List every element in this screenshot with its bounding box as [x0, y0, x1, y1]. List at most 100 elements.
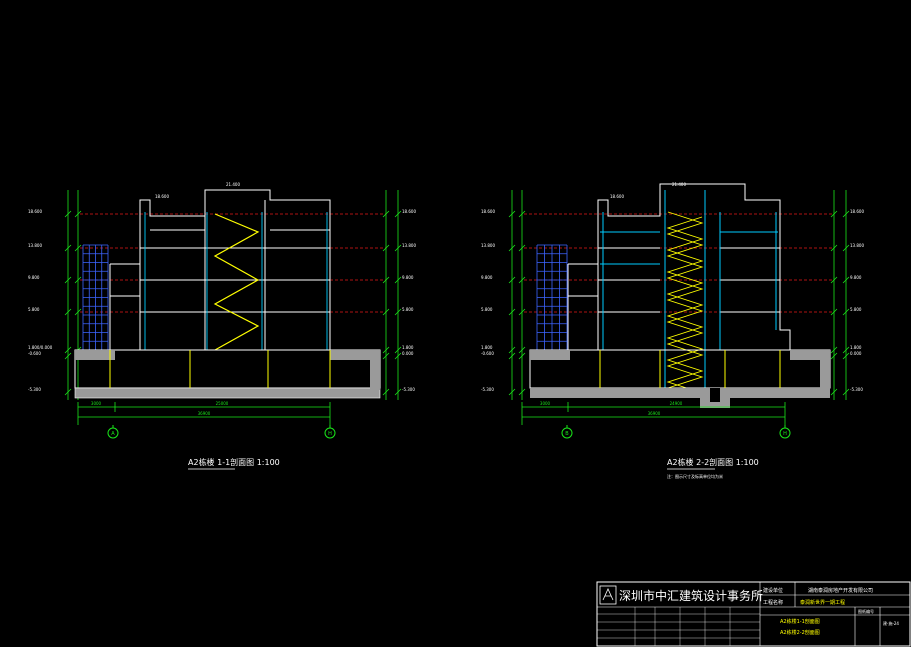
- stair-shaft: [666, 211, 704, 394]
- dim-tick: [74, 308, 82, 316]
- section-note: 注：图示尺寸及标高单位均为米: [667, 473, 723, 479]
- level-label: 5.800: [28, 307, 40, 312]
- firm-logo-icon: [599, 585, 617, 605]
- dim-tick: [394, 346, 402, 354]
- dim-tick: [508, 308, 516, 316]
- level-label: 1.800: [402, 345, 414, 350]
- dim-tick: [842, 352, 850, 360]
- bottom-dimensions: [77, 402, 331, 425]
- drawing-no-label: 图纸编号: [858, 608, 874, 614]
- level-label: 5.800: [850, 307, 862, 312]
- level-label: 18.600: [850, 209, 864, 214]
- dim-tick: [382, 210, 390, 218]
- level-label: 13.800: [28, 243, 42, 248]
- dim-tick: [74, 244, 82, 252]
- bottom-dimensions: [521, 402, 786, 425]
- dim-tick: [830, 346, 838, 354]
- dim-tick: [518, 244, 526, 252]
- dim-tick: [508, 388, 516, 396]
- basement: [529, 349, 831, 408]
- right-dimension-chain: [382, 190, 402, 400]
- dim-tick: [64, 308, 72, 316]
- axis-label: H: [328, 431, 332, 437]
- level-label: 5.800: [402, 307, 414, 312]
- dim-tick: [64, 352, 72, 360]
- level-label: 0.000: [850, 351, 862, 356]
- level-label: -0.600: [481, 351, 494, 356]
- dim-tick: [64, 276, 72, 284]
- roof-level-label: 18.600: [610, 194, 624, 199]
- dim-tick: [64, 210, 72, 218]
- dim-tick: [830, 210, 838, 218]
- drawing-no: 建-施-24: [883, 620, 899, 626]
- left-dimension-chain: [64, 190, 82, 400]
- dim-tick: [518, 352, 526, 360]
- level-label: 18.600: [481, 209, 495, 214]
- level-label: 9.800: [481, 275, 493, 280]
- dim-tick: [842, 244, 850, 252]
- section-title: A2栋楼 2-2剖面图 1:100: [667, 457, 759, 467]
- dim-tick: [842, 210, 850, 218]
- dim-text: 24900: [670, 401, 683, 406]
- level-label: -5.300: [850, 387, 863, 392]
- level-label: 1.800/0.000: [28, 345, 53, 350]
- dim-tick: [64, 244, 72, 252]
- project-name: 泰润新世界一期工程: [800, 599, 845, 606]
- dim-text: 3000: [540, 401, 551, 406]
- dim-text: 25000: [216, 401, 229, 406]
- firm-name: 深圳市中汇建筑设计事务所: [619, 588, 763, 603]
- dim-tick: [382, 352, 390, 360]
- dim-text: 3000: [91, 401, 102, 406]
- axis-label: H: [783, 431, 787, 437]
- dim-tick: [382, 244, 390, 252]
- dim-tick: [842, 308, 850, 316]
- dim-tick: [518, 388, 526, 396]
- level-label: 18.600: [28, 209, 42, 214]
- drawing-name-2: A2栋楼2-2剖面图: [780, 629, 820, 636]
- right-dimension-chain: [830, 190, 850, 400]
- dim-tick: [842, 388, 850, 396]
- level-label: 1.800: [850, 345, 862, 350]
- level-label: 13.800: [850, 243, 864, 248]
- dim-tick: [830, 276, 838, 284]
- level-label: 18.600: [402, 209, 416, 214]
- dim-tick: [382, 276, 390, 284]
- dim-tick: [508, 210, 516, 218]
- level-label: 13.800: [402, 243, 416, 248]
- stair-flight: [213, 213, 260, 351]
- dim-tick: [830, 244, 838, 252]
- basement: [74, 349, 381, 399]
- dim-tick: [830, 388, 838, 396]
- dim-tick: [394, 388, 402, 396]
- dim-tick: [382, 346, 390, 354]
- facade-grid-panel: [82, 244, 109, 351]
- dim-tick: [508, 244, 516, 252]
- dim-tick: [394, 244, 402, 252]
- dim-tick: [64, 346, 72, 354]
- level-label: -5.300: [481, 387, 494, 392]
- level-label: 9.800: [402, 275, 414, 280]
- level-label: -0.600: [28, 351, 41, 356]
- level-label: -5.300: [402, 387, 415, 392]
- dim-tick: [842, 346, 850, 354]
- level-label: 1.800: [481, 345, 493, 350]
- level-label: 9.800: [850, 275, 862, 280]
- dim-tick: [518, 346, 526, 354]
- dim-text: 36900: [648, 411, 661, 416]
- dim-tick: [842, 276, 850, 284]
- section-title: A2栋楼 1-1剖面图 1:100: [188, 457, 280, 467]
- dim-tick: [394, 308, 402, 316]
- axis-label: A: [111, 431, 115, 437]
- level-label: 13.800: [481, 243, 495, 248]
- project-label: 工程名称: [763, 599, 783, 606]
- title-block: 深圳市中汇建筑设计事务所 建设单位 湖南泰润房地产开发有限公司 工程名称 泰润新…: [596, 581, 911, 647]
- dim-tick: [74, 276, 82, 284]
- dim-tick: [382, 388, 390, 396]
- facade-grid-panel: [536, 244, 568, 351]
- dim-tick: [394, 276, 402, 284]
- drawing-name-1: A2栋楼1-1剖面图: [780, 618, 820, 625]
- top-level-label: 21.400: [672, 182, 686, 187]
- dim-text: 36900: [198, 411, 211, 416]
